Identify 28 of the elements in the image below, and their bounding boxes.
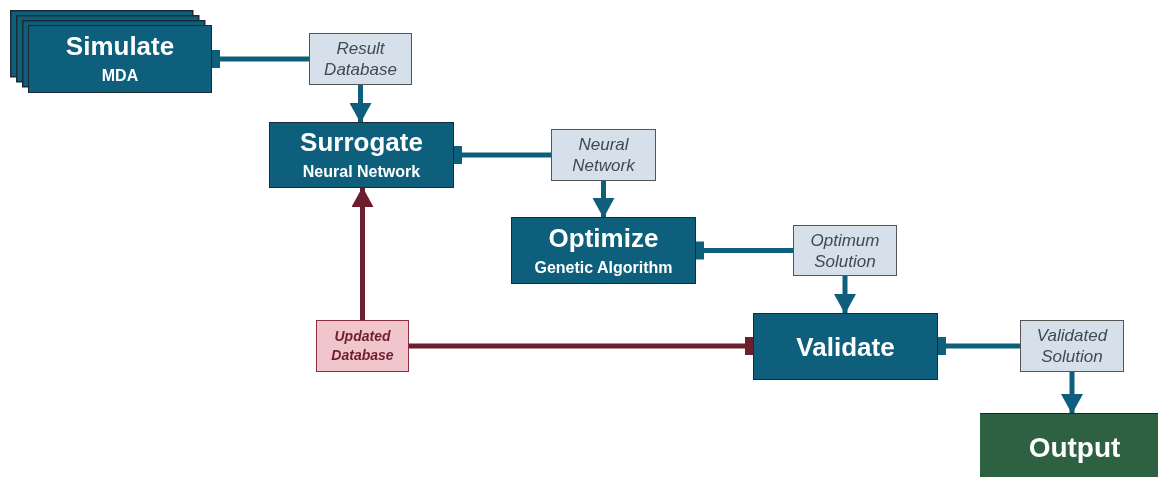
box-title: Neural Network	[571, 134, 636, 176]
box-title: Updated Database	[330, 327, 395, 365]
box-title: Optimum Solution	[809, 229, 881, 272]
box-subtitle: MDA	[101, 66, 139, 86]
data-box	[551, 129, 656, 181]
connector-arrow	[349, 85, 372, 123]
box-title: Result Database	[323, 38, 398, 80]
process-box	[269, 122, 454, 188]
process-box	[511, 217, 696, 284]
connector-arrow	[351, 187, 374, 320]
connector-arrow	[592, 181, 615, 218]
data-box	[316, 320, 409, 372]
output-box	[980, 413, 1158, 477]
box-title: Simulate	[65, 31, 175, 61]
data-box	[1020, 320, 1124, 372]
connector-arrow	[834, 276, 856, 314]
box-title: Optimize	[548, 222, 659, 253]
box-subtitle: Genetic Algorithm	[534, 257, 673, 278]
box-title: Validate	[796, 331, 895, 362]
box-title: Surrogate	[300, 127, 423, 157]
box-title: Output	[1028, 432, 1121, 464]
box-subtitle: Neural Network	[302, 162, 421, 182]
data-box	[793, 225, 897, 276]
data-box	[309, 33, 412, 85]
process-box	[753, 313, 938, 380]
process-box	[28, 25, 212, 93]
connector-arrow	[1061, 372, 1083, 414]
box-title: Validated Solution	[1035, 325, 1109, 367]
